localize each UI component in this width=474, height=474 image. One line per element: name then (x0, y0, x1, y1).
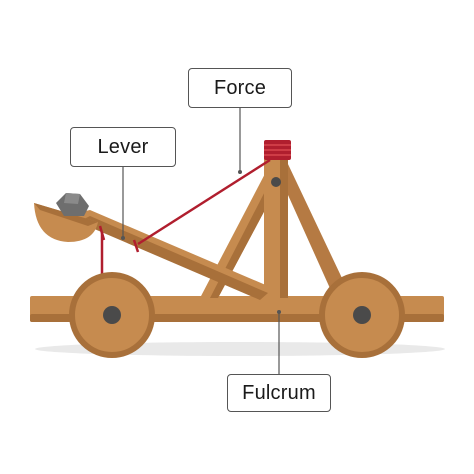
right-wheel (319, 272, 405, 358)
lever-leader-dot (121, 236, 125, 240)
fulcrum-leader-dot (277, 310, 281, 314)
rope-wrap (264, 140, 291, 160)
force-rope (137, 158, 271, 246)
frame-rear-leg (270, 155, 350, 295)
fulcrum-label: Fulcrum (227, 374, 331, 412)
force-leader-dot (238, 170, 242, 174)
left-wheel (69, 272, 155, 358)
lever-arm (72, 210, 268, 300)
lever-label: Lever (70, 127, 176, 167)
force-label: Force (188, 68, 292, 108)
stone-icon (56, 193, 89, 216)
post-bolt (271, 177, 281, 187)
lever-rope-ties (98, 225, 140, 274)
